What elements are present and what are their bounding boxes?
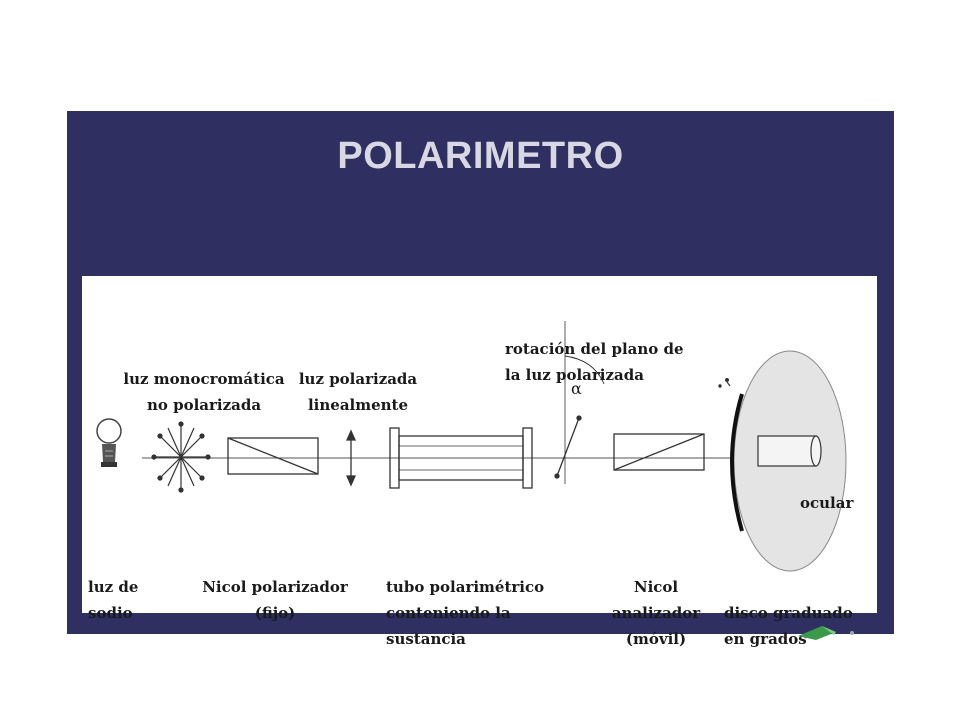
polarimeter-diagram [96, 321, 847, 572]
slide-title: POLARIMETRO [337, 135, 624, 177]
label-nicol-polarizador: Nicol polarizador(fijo) [202, 578, 348, 622]
sodium-lamp-icon [96, 418, 122, 467]
linear-polarization-arrow [345, 429, 357, 487]
label-alpha: α [571, 379, 582, 398]
label-ocular: ocular [800, 494, 854, 512]
unpolarized-light-icon [151, 421, 211, 493]
next-arrow-icon[interactable] [796, 622, 866, 642]
eyepiece-ocular [757, 435, 822, 467]
polarimeter-tube [389, 427, 533, 489]
rotation-plane [554, 321, 605, 484]
nicol-polarizer-prism [227, 437, 319, 475]
nicol-analyzer-prism [613, 433, 705, 471]
